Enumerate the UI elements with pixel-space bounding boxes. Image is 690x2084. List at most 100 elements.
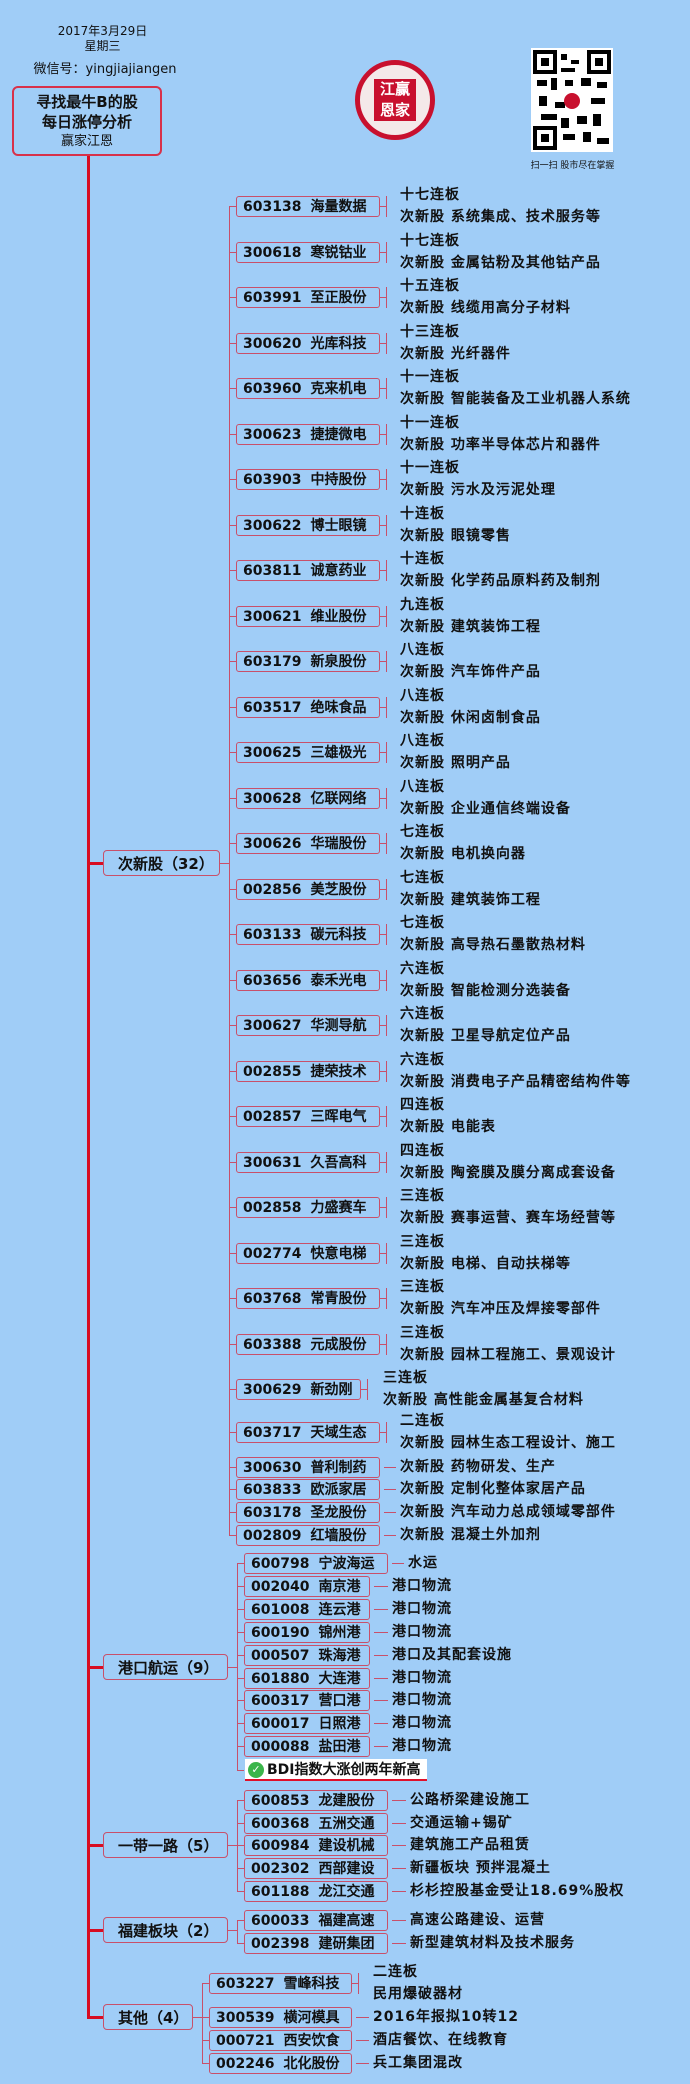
detail-connector [392,1891,406,1892]
stock-name: 西部建设 [318,1861,375,1877]
category-4[interactable]: 其他（4） [103,2004,193,2030]
detail-line-1: 十五连板 [400,278,460,294]
detail-connector [392,1845,406,1846]
stock-name: 大连港 [318,1671,361,1687]
stock-name: 宁波海运 [318,1556,375,1572]
brace-connector [386,560,387,581]
branch-connector [193,2017,202,2018]
stock-connector [237,1723,244,1724]
stock-code: 603656 [243,972,302,989]
category-2[interactable]: 一带一路（5） [103,1832,228,1858]
stock-connector [237,1586,244,1587]
detail-line-1: 八连板 [400,733,445,749]
detail-line-1: 三连板 [400,1233,445,1250]
stock-code: 600853 [251,1793,310,1809]
stock-name: 福建高速 [318,1913,375,1929]
stock-connector [237,1700,244,1701]
stock-code: 002040 [251,1579,310,1595]
category-0[interactable]: 次新股（32） [103,850,220,876]
category-connector [87,862,103,865]
stock-code: 000088 [251,1739,310,1755]
brace-connector [358,1973,359,1994]
detail-line-2: 次新股 眼镜零售 [400,527,511,544]
root-connector [87,156,90,2017]
stock-code: 603388 [243,1336,302,1353]
stock-name: 华瑞股份 [310,836,367,852]
detail-connector [374,1723,388,1724]
stock-name: 维业股份 [310,608,367,625]
detail-line-1: 公路桥梁建设施工 [410,1792,530,1808]
detail-line-2: 次新股 赛事运营、赛车场经营等 [400,1210,616,1226]
detail-connector [356,2017,369,2018]
brace-connector [386,469,387,490]
category-connector [87,1666,103,1669]
category-3[interactable]: 福建板块（2） [103,1917,228,1943]
stock-name: 华测导航 [310,1018,367,1034]
detail-line-1: 2016年报拟10转12 [373,2009,519,2025]
stock-name: 中持股份 [310,472,367,488]
detail-line-2: 次新股 智能检测分选装备 [400,982,571,999]
detail-connector [374,1700,388,1701]
detail-connector [392,1868,406,1869]
stock-connector [229,1025,236,1026]
detail-line-2: 次新股 企业通信终端设备 [400,800,571,817]
detail-line-2: 次新股 功率半导体芯片和器件 [400,436,601,453]
stock-code: 600984 [251,1838,310,1854]
category-connector [87,2016,103,2019]
stock-connector [229,1298,236,1299]
category-1[interactable]: 港口航运（9） [103,1654,228,1680]
